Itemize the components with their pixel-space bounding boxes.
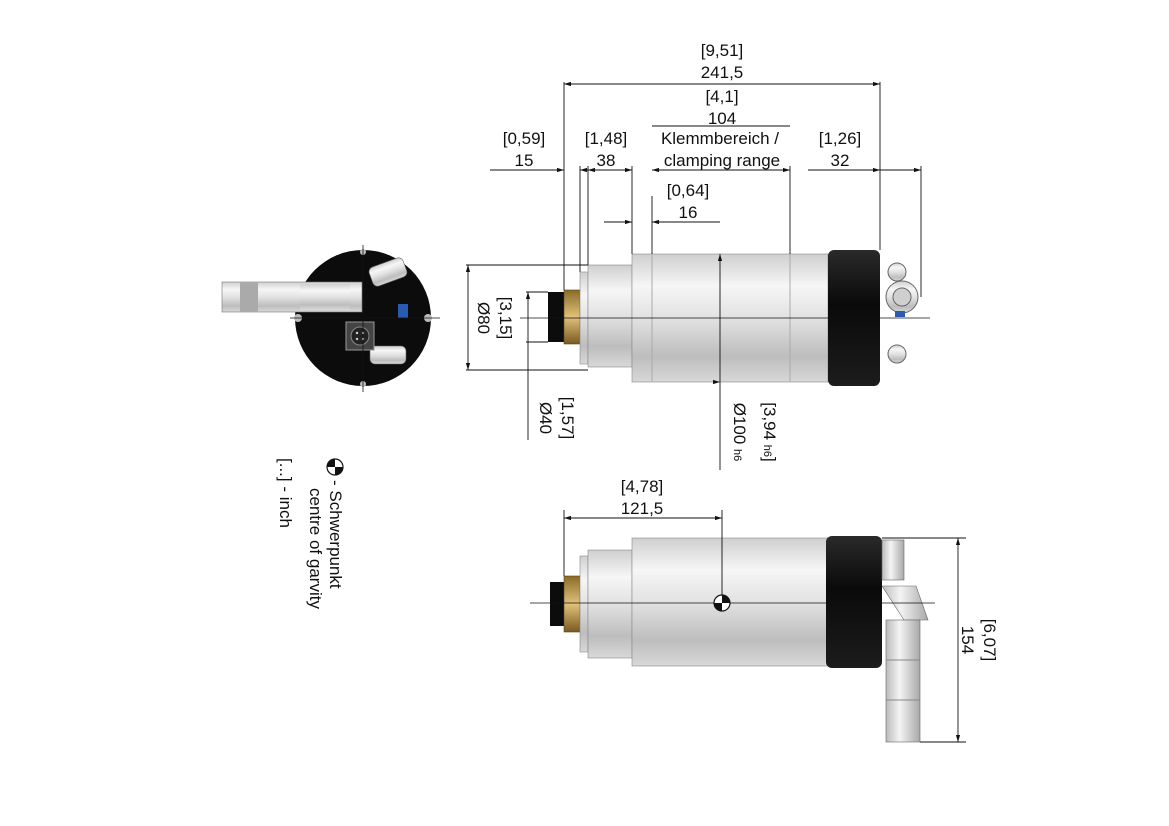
cog-distance-inch: [4,78] [621,477,664,496]
end-view [221,245,440,392]
dimension-texts: [9,51] 241,5 [4,1] 104 [0,59] 15 [1,48] … [474,41,999,661]
dimension-lines [465,81,966,743]
total-height: [6,07] 154 [958,619,999,662]
front-section-inch: [1,48] [585,129,628,148]
rear-section-mm: 32 [831,151,850,170]
housing-diameter: [3,94 h6] Ø100 h6 [730,402,779,462]
svg-text:Ø80: Ø80 [474,302,493,334]
side-view-bottom [530,536,935,743]
clamping-label-en: clamping range [664,151,780,170]
side-view-top [520,250,930,386]
rear-section-inch: [1,26] [819,129,862,148]
center-of-gravity-legend-icon [326,458,344,476]
step-mm: 16 [679,203,698,222]
body-length-inch: [4,1] [705,87,738,106]
svg-text:[3,94 h6]: [3,94 h6] [760,402,779,462]
cog-distance-mm: 121,5 [621,499,664,518]
clamping-label-de: Klemmbereich / [661,129,779,148]
svg-text:centre of garvity: centre of garvity [306,488,325,609]
step-inch: [0,64] [667,181,710,200]
legend-cog: - Schwerpunkt centre of garvity [306,480,345,609]
center-of-gravity-icon [713,594,731,612]
svg-text:[1,57]: [1,57] [558,397,577,440]
svg-text:Ø40: Ø40 [536,402,555,434]
svg-text:Ø100 h6: Ø100 h6 [730,403,749,462]
front-cap-mm: 15 [515,151,534,170]
fitting-top [368,257,408,287]
legend: - Schwerpunkt centre of garvity [...] - … [276,458,345,609]
overall-length-inch: [9,51] [701,41,744,60]
svg-text:[3,15]: [3,15] [496,297,515,340]
svg-text:- Schwerpunkt: - Schwerpunkt [326,480,345,589]
body-length-mm: 104 [708,109,736,128]
front-cap-inch: [0,59] [503,129,546,148]
svg-text:154: 154 [958,626,977,654]
svg-text:[...] - inch: [...] - inch [276,458,295,528]
svg-text:[6,07]: [6,07] [980,619,999,662]
front-section-mm: 38 [597,151,616,170]
fitting-bottom [369,345,407,365]
nose-diameter: [1,57] Ø40 [536,397,577,440]
flange-diameter: [3,15] Ø80 [474,297,515,340]
legend-inch: [...] - inch [276,458,295,528]
overall-length-mm: 241,5 [701,63,744,82]
